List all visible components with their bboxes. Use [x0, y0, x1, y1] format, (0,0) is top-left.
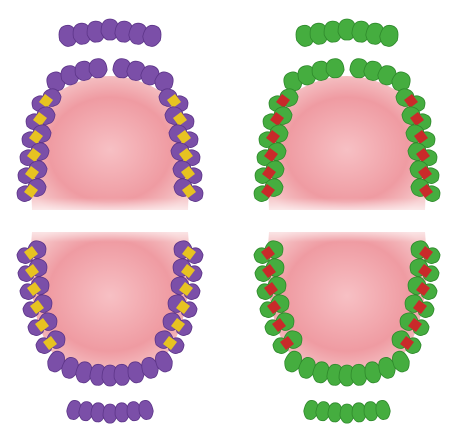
arch-gap [247, 198, 447, 242]
arch-panel-right [247, 19, 447, 423]
arch-panel-left [10, 19, 210, 423]
arch-gap [10, 198, 210, 242]
